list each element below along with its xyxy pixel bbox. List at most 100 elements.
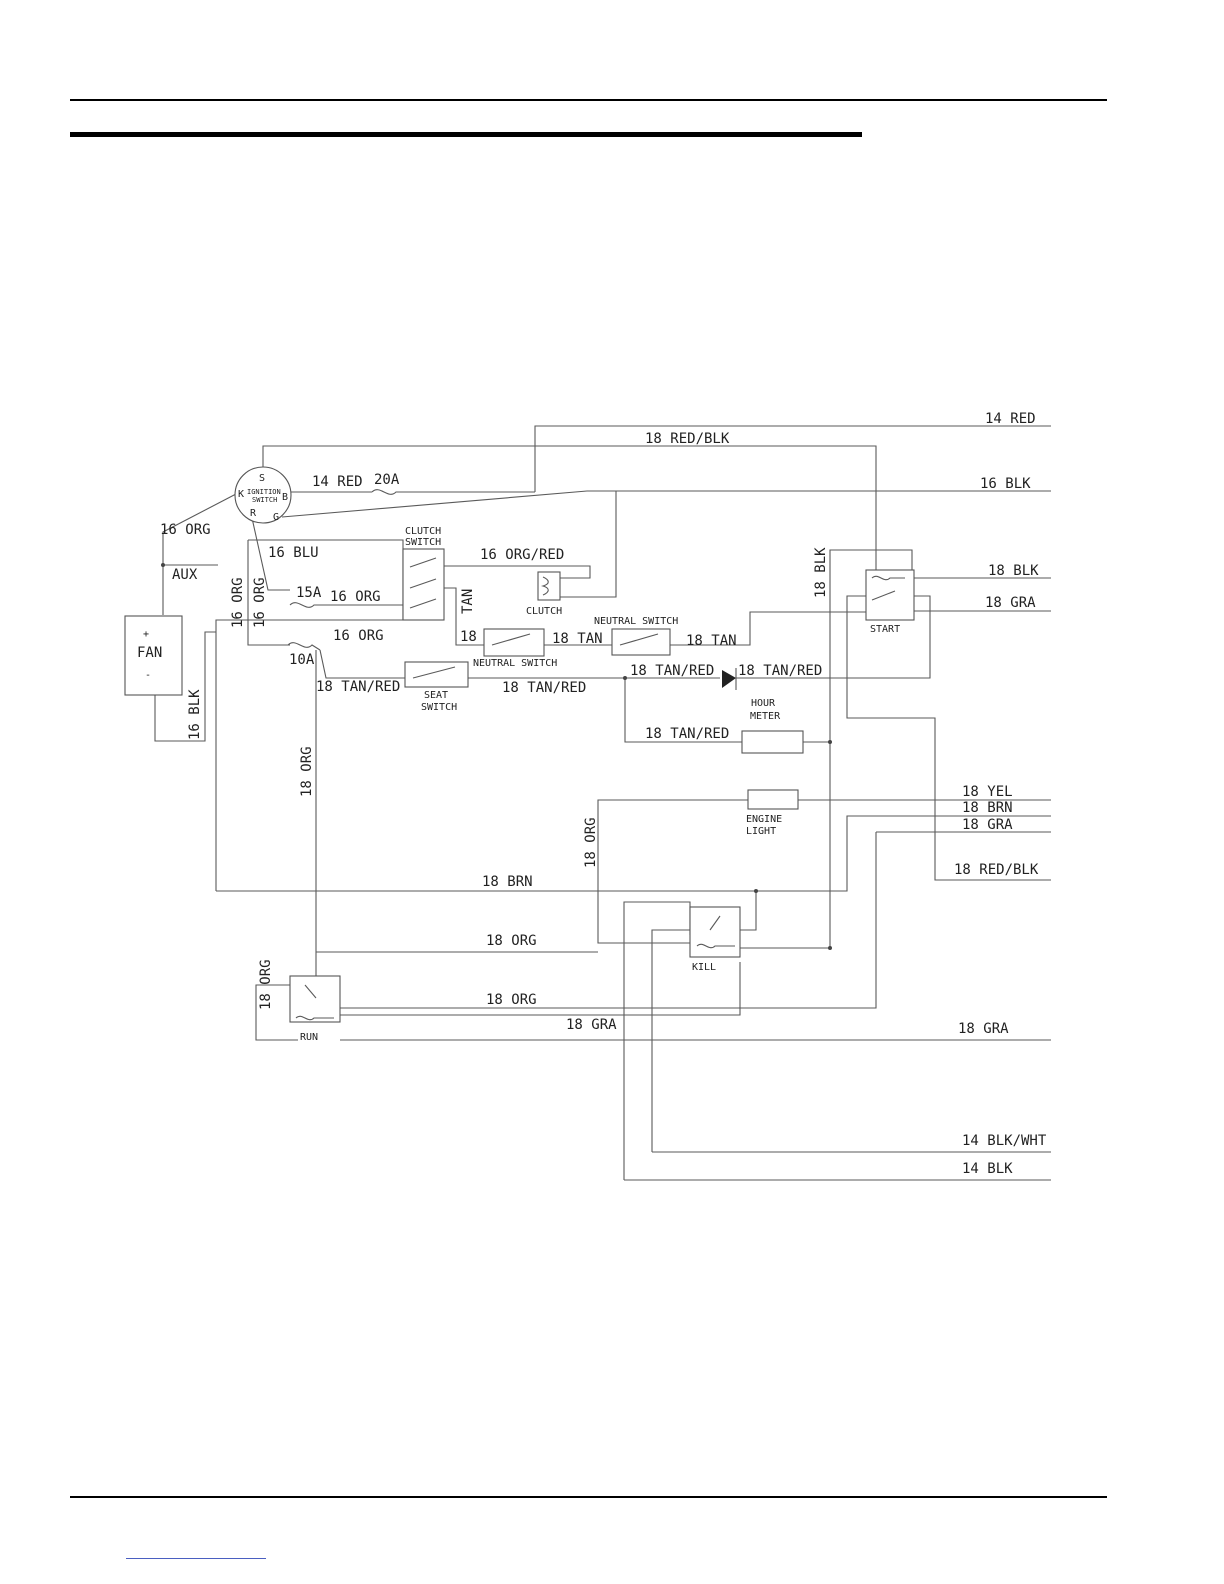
label-18-org-vert2: 18 ORG xyxy=(583,817,599,868)
label-16-org-red: 16 ORG/RED xyxy=(480,547,564,563)
wire-18-tan-2 xyxy=(670,611,866,646)
ign-terminal-g: G xyxy=(273,512,279,523)
ignition-switch: IGNITION SWITCH S K B R G xyxy=(234,466,292,524)
label-tan-vert: TAN xyxy=(460,589,476,614)
label-16-org-vert2: 16 ORG xyxy=(252,577,268,628)
ignition-label-2: SWITCH xyxy=(252,496,277,504)
wire-16-blu xyxy=(251,517,290,591)
wire-18-brn-right xyxy=(216,815,1051,892)
label-18-tan-red-3: 18 TAN/RED xyxy=(630,663,714,679)
wire-18-tan-red-3 xyxy=(735,595,931,679)
label-engine-light-1: ENGINE xyxy=(746,814,782,825)
label-18-org-vert: 18 ORG xyxy=(299,746,315,797)
label-18-tan-2: 18 TAN xyxy=(686,633,737,649)
label-14-red-ignition: 14 RED xyxy=(312,474,363,490)
label-neutral-switch-top: NEUTRAL SWITCH xyxy=(594,616,678,627)
seat-switch xyxy=(404,661,469,688)
wire-14-red-top xyxy=(534,425,1051,492)
label-hour-meter-1: HOUR xyxy=(751,698,776,709)
label-clutch-switch-2: SWITCH xyxy=(405,537,441,548)
start-solenoid xyxy=(865,569,915,621)
fuse-15a-icon xyxy=(289,602,322,608)
wire-16-blk-fan xyxy=(154,631,216,742)
junction-dots xyxy=(161,563,832,950)
label-14-red-top: 14 RED xyxy=(985,411,1036,427)
label-16-blk-fan: 16 BLK xyxy=(187,689,203,740)
wire-18-org-run xyxy=(255,984,298,1041)
label-16-org-low: 16 ORG xyxy=(333,628,384,644)
wire-18-gra-right xyxy=(846,595,1051,881)
label-18-brn: 18 BRN xyxy=(482,874,533,890)
wire-18-blk-vert xyxy=(829,549,913,948)
label-16-org-vert1: 16 ORG xyxy=(230,577,246,628)
label-fan-minus: - xyxy=(145,670,151,681)
diode-icon xyxy=(722,668,737,690)
label-clutch-switch-1: CLUTCH xyxy=(405,526,441,537)
label-18-org-2: 18 ORG xyxy=(486,992,537,1008)
wire-16-blk-clutch xyxy=(560,491,617,598)
label-18-prefix: 18 xyxy=(460,629,477,645)
wire-18-org-vert2 xyxy=(597,799,748,944)
label-18-brn-right: 18 BRN xyxy=(962,800,1013,816)
wire-labels: 14 RED 18 RED/BLK 14 RED 20A 16 BLK 16 O… xyxy=(160,411,1047,1177)
label-18-gra-run: 18 GRA xyxy=(566,1017,617,1033)
label-18-gra-right2: 18 GRA xyxy=(962,817,1013,833)
label-18-red-blk-top: 18 RED/BLK xyxy=(645,431,730,447)
label-14-blk-wht: 14 BLK/WHT xyxy=(962,1133,1047,1149)
wire-16-org-low xyxy=(215,619,403,891)
label-start: START xyxy=(870,624,900,635)
label-18-gra-right: 18 GRA xyxy=(985,595,1036,611)
label-fuse-20a: 20A xyxy=(374,472,400,488)
label-16-org-left: 16 ORG xyxy=(160,522,211,538)
label-18-tan-red-4: 18 TAN/RED xyxy=(738,663,822,679)
wire-16-org-left xyxy=(162,493,237,566)
label-18-tan-red-2: 18 TAN/RED xyxy=(502,680,586,696)
wire-18-tan-red-hour xyxy=(624,678,742,743)
fuse-20a-icon xyxy=(371,489,405,495)
wire-tan xyxy=(444,587,484,646)
wire-16-blk-top xyxy=(281,490,1051,518)
label-18-tan-red-5: 18 TAN/RED xyxy=(645,726,729,742)
engine-light-box xyxy=(747,789,799,810)
label-fan-plus: + xyxy=(143,629,149,640)
label-neutral-switch-bottom: NEUTRAL SWITCH xyxy=(473,658,557,669)
label-18-blk-vert: 18 BLK xyxy=(813,547,829,598)
ign-terminal-b: B xyxy=(282,492,288,503)
footer-link-underline[interactable] xyxy=(126,1558,266,1559)
header-rule-thick xyxy=(70,132,862,137)
label-16-blu: 16 BLU xyxy=(268,545,319,561)
wire-18-gra-right2 xyxy=(340,831,1051,1009)
neutral-switch-top xyxy=(611,628,671,656)
neutral-switch-bottom xyxy=(483,628,545,657)
ign-terminal-k: K xyxy=(238,489,244,500)
label-fuse-10a: 10A xyxy=(289,652,315,668)
wire-18-red-blk-top xyxy=(262,445,877,570)
wire-14-blk xyxy=(623,901,691,1180)
label-18-blk-right: 18 BLK xyxy=(988,563,1039,579)
label-14-blk: 14 BLK xyxy=(962,1161,1013,1177)
wire-16-org-red xyxy=(444,565,591,579)
label-16-blk-top: 16 BLK xyxy=(980,476,1031,492)
run-relay xyxy=(289,975,341,1023)
label-hour-meter-2: METER xyxy=(750,711,781,722)
label-18-tan-1: 18 TAN xyxy=(552,631,603,647)
label-run: RUN xyxy=(300,1032,318,1043)
component-labels: CLUTCH SWITCH CLUTCH NEUTRAL SWITCH NEUT… xyxy=(137,526,900,1043)
fuse-10a-icon xyxy=(287,642,321,651)
label-18-red-blk-right: 18 RED/BLK xyxy=(954,862,1039,878)
label-seat-switch-1: SEAT xyxy=(424,690,448,701)
kill-relay xyxy=(689,906,741,958)
label-18-tan-red-1: 18 TAN/RED xyxy=(316,679,400,695)
label-16-org-mid: 16 ORG xyxy=(330,589,381,605)
wire-14-blk-wht xyxy=(651,929,690,1152)
footer-rule xyxy=(70,1496,1107,1498)
wire-18-tan-red-1 xyxy=(319,649,405,679)
label-18-yel: 18 YEL xyxy=(962,784,1013,800)
hour-meter-box xyxy=(741,730,804,754)
label-aux: AUX xyxy=(172,567,198,583)
label-kill: KILL xyxy=(692,962,716,973)
label-fuse-15a: 15A xyxy=(296,585,322,601)
wire-18-org-1 xyxy=(336,962,741,1016)
wires xyxy=(154,425,1051,1181)
